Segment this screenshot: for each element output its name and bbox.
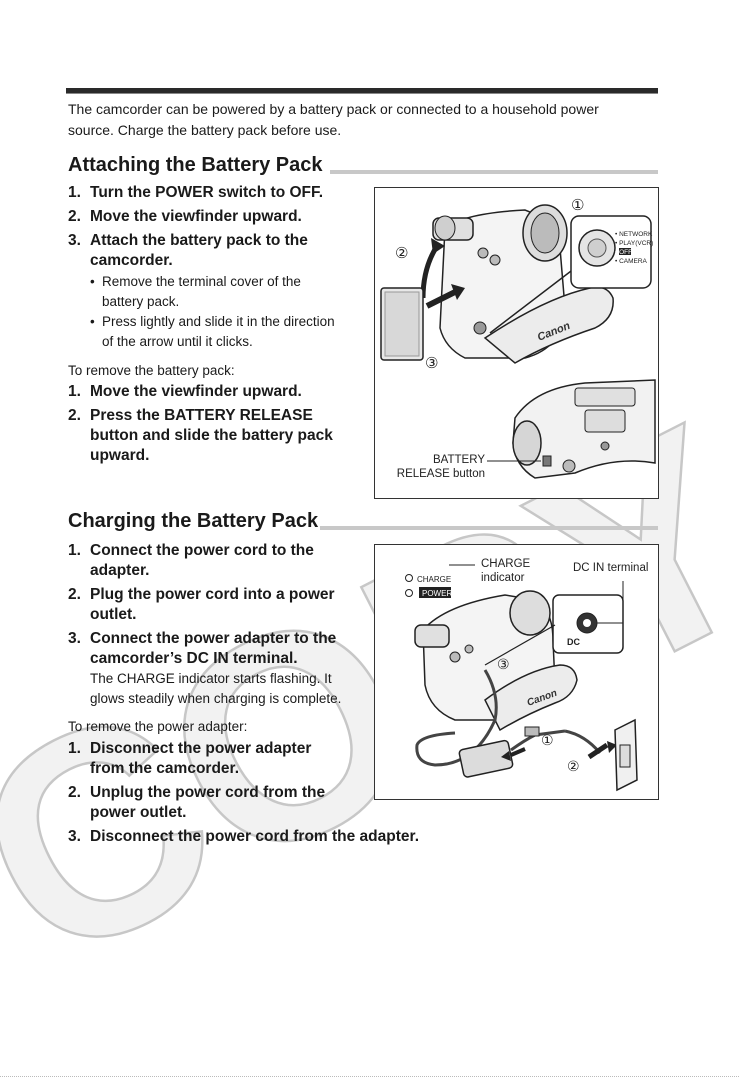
step-text: Disconnect the power cord from the adapt… (90, 828, 420, 845)
step-number: 1. (68, 184, 81, 201)
power-lamp-label: POWER (422, 589, 452, 598)
step-number: 2. (68, 586, 81, 603)
charge-lamp-label: CHARGE (417, 575, 451, 584)
step-text: Turn the POWER switch to OFF. (90, 184, 324, 201)
remove-adapter-step-2: 2. Unplug the power cord from the power ou… (68, 783, 325, 823)
intro-line-2: source. Charge the battery pack before u… (68, 122, 342, 138)
battery-release-label-line1: BATTERY (433, 454, 485, 466)
section-title-attaching: Attaching the Battery Pack (68, 154, 323, 176)
step-text: Attach the battery pack to the (90, 232, 308, 249)
charge-step-2: 2. Plug the power cord into a power outlet… (68, 585, 335, 625)
charge-marker-1: ① (541, 733, 554, 749)
charge-marker-2: ② (567, 759, 580, 775)
step-number: 1. (68, 383, 81, 400)
step-text-cont2: upward. (90, 447, 150, 464)
step-number: 2. (68, 784, 81, 801)
attach-step-1: 1. Turn the POWER switch to OFF. (68, 183, 323, 203)
charge-note-line1: The CHARGE indicator starts flashing. It (90, 671, 332, 686)
marker-3: ③ (425, 354, 438, 372)
step-text-cont: outlet. (90, 606, 137, 623)
charging-illustration: CHARGE POWER Canon DC ③ (405, 564, 638, 792)
step-number: 1. (68, 542, 81, 559)
step-text: Connect the power adapter to the (90, 630, 337, 647)
step-number: 3. (68, 630, 81, 647)
charge-note-line2: glows steadily when charging is complete… (90, 691, 342, 706)
step-text-cont: power outlet. (90, 804, 187, 821)
step-text: Move the viewfinder upward. (90, 383, 302, 400)
section-rule-charging (320, 526, 658, 530)
charge-step-1: 1. Connect the power cord to the adapter. (68, 541, 314, 581)
intro-paragraph: The camcorder can be powered by a batter… (68, 99, 658, 141)
step-text: Unplug the power cord from the (90, 784, 326, 801)
intro-line-1: The camcorder can be powered by a batter… (68, 101, 599, 117)
top-rule-shadow (66, 93, 658, 94)
step-number: 2. (68, 208, 81, 225)
page-bottom-edge (0, 1076, 739, 1078)
step-text: Move the viewfinder upward. (90, 208, 302, 225)
remove-battery-step-2: 2. Press the BATTERY RELEASE button and sl… (68, 406, 333, 466)
step-number: 3. (68, 232, 81, 249)
charge-indicator-label: CHARGE indicator (481, 557, 530, 585)
attach-bullet-1: •Remove the terminal cover of the batter… (90, 274, 301, 309)
bullet-text-cont: of the arrow until it clicks. (102, 334, 253, 349)
switch-label-play: • PLAY(VCR) (615, 240, 653, 247)
step-number: 1. (68, 740, 81, 757)
charge-step-3: 3. Connect the power adapter to the camcor… (68, 629, 336, 669)
remove-battery-intro: To remove the battery pack: (68, 363, 235, 378)
charge-indicator-label-line2: indicator (481, 572, 525, 584)
step-text: Disconnect the power adapter (90, 740, 312, 757)
switch-label-off: • OFF (615, 249, 632, 256)
charge-note: The CHARGE indicator starts flashing. It… (90, 669, 341, 709)
dc-terminal-text: DC (567, 637, 580, 647)
step-number: 3. (68, 828, 81, 845)
battery-attach-figure: Canon • NETWORK • PLAY(VCR) • OFF • CAME… (374, 187, 659, 499)
step-text-cont: camcorder’s DC IN terminal. (90, 650, 298, 667)
remove-battery-step-1: 1. Move the viewfinder upward. (68, 382, 302, 402)
camcorder-battery-illustration: Canon • NETWORK • PLAY(VCR) • OFF • CAME… (380, 196, 656, 479)
battery-release-label-line2: RELEASE button (396, 468, 485, 480)
step-text: Press the BATTERY RELEASE (90, 407, 313, 424)
remove-adapter-step-3: 3. Disconnect the power cord from the ada… (68, 827, 419, 847)
dc-in-terminal-label: DC IN terminal (573, 562, 649, 574)
charging-figure: CHARGE POWER Canon DC ③ (374, 544, 659, 800)
step-text-cont: from the camcorder. (90, 760, 240, 777)
battery-release-label: BATTERY RELEASE button (375, 453, 485, 481)
switch-label-network: • NETWORK (615, 231, 653, 238)
charge-marker-3: ③ (497, 657, 510, 673)
remove-adapter-step-1: 1. Disconnect the power adapter from the c… (68, 739, 311, 779)
attach-step-3: 3. Attach the battery pack to the camcorde… (68, 231, 308, 271)
remove-adapter-intro: To remove the power adapter: (68, 719, 248, 734)
section-rule-attaching (330, 170, 658, 174)
step-text-cont: adapter. (90, 562, 150, 579)
step-text-cont: button and slide the battery pack (90, 427, 333, 444)
charge-indicator-label-line1: CHARGE (481, 558, 531, 570)
bullet-text: Remove the terminal cover of the (102, 274, 301, 289)
bullet-text: Press lightly and slide it in the direct… (102, 314, 335, 329)
attach-step-2: 2. Move the viewfinder upward. (68, 207, 302, 227)
marker-2: ② (395, 244, 408, 262)
attach-bullet-2: •Press lightly and slide it in the direc… (90, 314, 335, 349)
bullet-text-cont: battery pack. (102, 294, 180, 309)
section-title-charging: Charging the Battery Pack (68, 510, 319, 532)
switch-label-camera: • CAMERA (615, 258, 648, 265)
top-rule (66, 88, 658, 93)
step-text: Plug the power cord into a power (90, 586, 335, 603)
step-text-cont: camcorder. (90, 252, 173, 269)
marker-1: ① (571, 196, 584, 214)
step-text: Connect the power cord to the (90, 542, 314, 559)
step-number: 2. (68, 407, 81, 424)
